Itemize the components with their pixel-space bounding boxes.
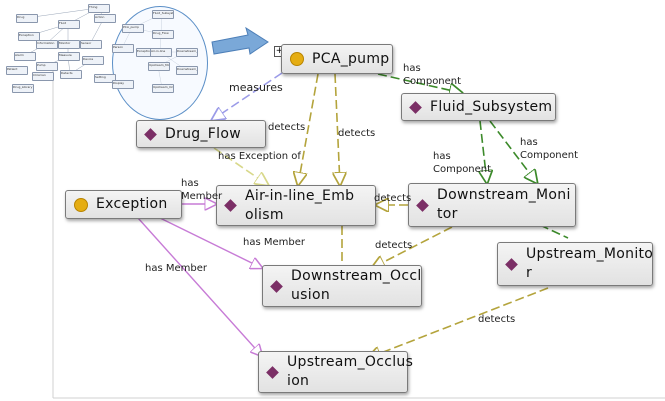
edge-label-detects-1: detects <box>268 122 306 133</box>
minimap-node: Sensor <box>80 40 102 49</box>
node-downstream-occlusion[interactable]: Downstream_Occl usion <box>262 265 422 307</box>
minimap-edge <box>25 7 99 19</box>
node-drug-flow[interactable]: Drug_Flow <box>136 120 266 148</box>
edge-label-has-member-2: has Member <box>243 237 305 248</box>
minimap-node: Fluid_Subsystem <box>152 10 174 19</box>
edge-has-member-docc <box>159 217 262 268</box>
edge-label-has-component-3: has Component <box>433 151 492 175</box>
minimap-node: Setting <box>94 74 116 83</box>
minimap-node: Patient <box>6 66 28 75</box>
class-diamond-icon <box>266 365 279 379</box>
class-diamond-icon <box>505 257 518 271</box>
edge-label-measures: measures <box>229 81 283 94</box>
class-diamond-icon <box>409 100 422 114</box>
minimap-node: Air-in-line <box>150 48 172 57</box>
zoom-arrow <box>211 26 269 55</box>
minimap-node: Upstream_Occ <box>152 84 174 93</box>
class-diamond-icon <box>270 279 283 293</box>
node-label: Downstream_Moni tor <box>437 187 571 222</box>
edge-has-member-uocc <box>137 217 262 356</box>
edge-label-has-member-3: has Member <box>145 263 207 274</box>
class-diamond-icon <box>144 127 157 141</box>
edge-label-detects-5: detects <box>478 314 516 325</box>
edge-detects-um-uocc <box>368 287 549 358</box>
edge-label-detects-3: detects <box>374 193 412 204</box>
edge-measures <box>212 72 283 120</box>
minimap-node: Clinician <box>32 72 54 81</box>
minimap-node: Alarm <box>14 52 36 61</box>
minimap-node: Information <box>36 40 58 49</box>
node-label: Drug_Flow <box>165 125 241 142</box>
minimap-node: Downstream_Occ <box>176 66 198 75</box>
edge-has-component-fluid-dm-1 <box>480 120 487 183</box>
edge-detects-pca-air-1 <box>298 73 319 185</box>
node-exception[interactable]: Exception <box>65 190 182 219</box>
node-pca-pump[interactable]: PCA_pump <box>281 44 393 74</box>
minimap-node: Drug_Flow <box>152 30 174 39</box>
minimap-node: Person <box>112 44 134 53</box>
node-fluid-subsystem[interactable]: Fluid_Subsystem <box>401 93 556 121</box>
edge-label-has-exception-of: has Exception of <box>218 151 301 162</box>
minimap-node: Upstream_Mon <box>148 62 170 71</box>
minimap-node: Measure <box>58 52 80 61</box>
node-label: Exception <box>96 196 168 212</box>
edge-label-has-member-1: has Member <box>181 178 223 202</box>
minimap-node: Monitor <box>58 40 80 49</box>
node-upstream-monitor[interactable]: Upstream_Monito r <box>497 242 653 286</box>
minimap-node: Detects <box>60 70 82 79</box>
node-upstream-occlusion[interactable]: Upstream_Occlus ion <box>258 351 413 393</box>
edge-has-component-pca-fluid <box>377 73 462 93</box>
minimap-node: Fluid <box>58 20 80 29</box>
node-air-in-line-embolism[interactable]: Air-in-line_Emb olism <box>216 185 376 226</box>
minimap-node: Thing <box>88 4 110 13</box>
edge-label-detects-4: detects <box>375 240 413 251</box>
node-label: Fluid_Subsystem <box>430 98 553 115</box>
edge-has-component-fluid-um <box>539 224 569 239</box>
minimap-node: Device <box>82 56 104 65</box>
edge-has-exception-of <box>213 147 268 185</box>
individual-circle-icon <box>74 197 88 212</box>
node-label: PCA_pump <box>312 50 390 67</box>
minimap-node: Drug_Library <box>12 84 34 93</box>
class-diamond-icon <box>416 198 429 212</box>
minimap-node: Downstream_Mon <box>176 48 198 57</box>
minimap-node: Pump <box>36 62 58 71</box>
minimap-node: Action <box>94 14 116 23</box>
node-downstream-monitor[interactable]: Downstream_Moni tor <box>408 183 576 227</box>
edge-label-has-component-2: has Component <box>520 137 579 161</box>
node-label: Upstream_Occlus ion <box>287 354 414 389</box>
edge-detects-dm-docc <box>372 226 453 268</box>
edge-label-has-component-1: has Component <box>403 63 462 87</box>
minimap-node: Drug <box>16 14 38 23</box>
node-label: Downstream_Occl usion <box>291 268 422 303</box>
minimap-node: Display <box>112 80 134 89</box>
edge-label-detects-2: detects <box>338 128 376 139</box>
edge-detects-pca-air-2 <box>335 73 340 185</box>
individual-circle-icon <box>290 52 304 66</box>
node-label: Air-in-line_Emb olism <box>245 187 355 223</box>
minimap-node: PCA_pump <box>122 24 144 33</box>
class-diamond-icon <box>224 199 237 212</box>
minimap-node: Exception <box>18 32 40 41</box>
node-label: Upstream_Monito r <box>526 246 654 281</box>
